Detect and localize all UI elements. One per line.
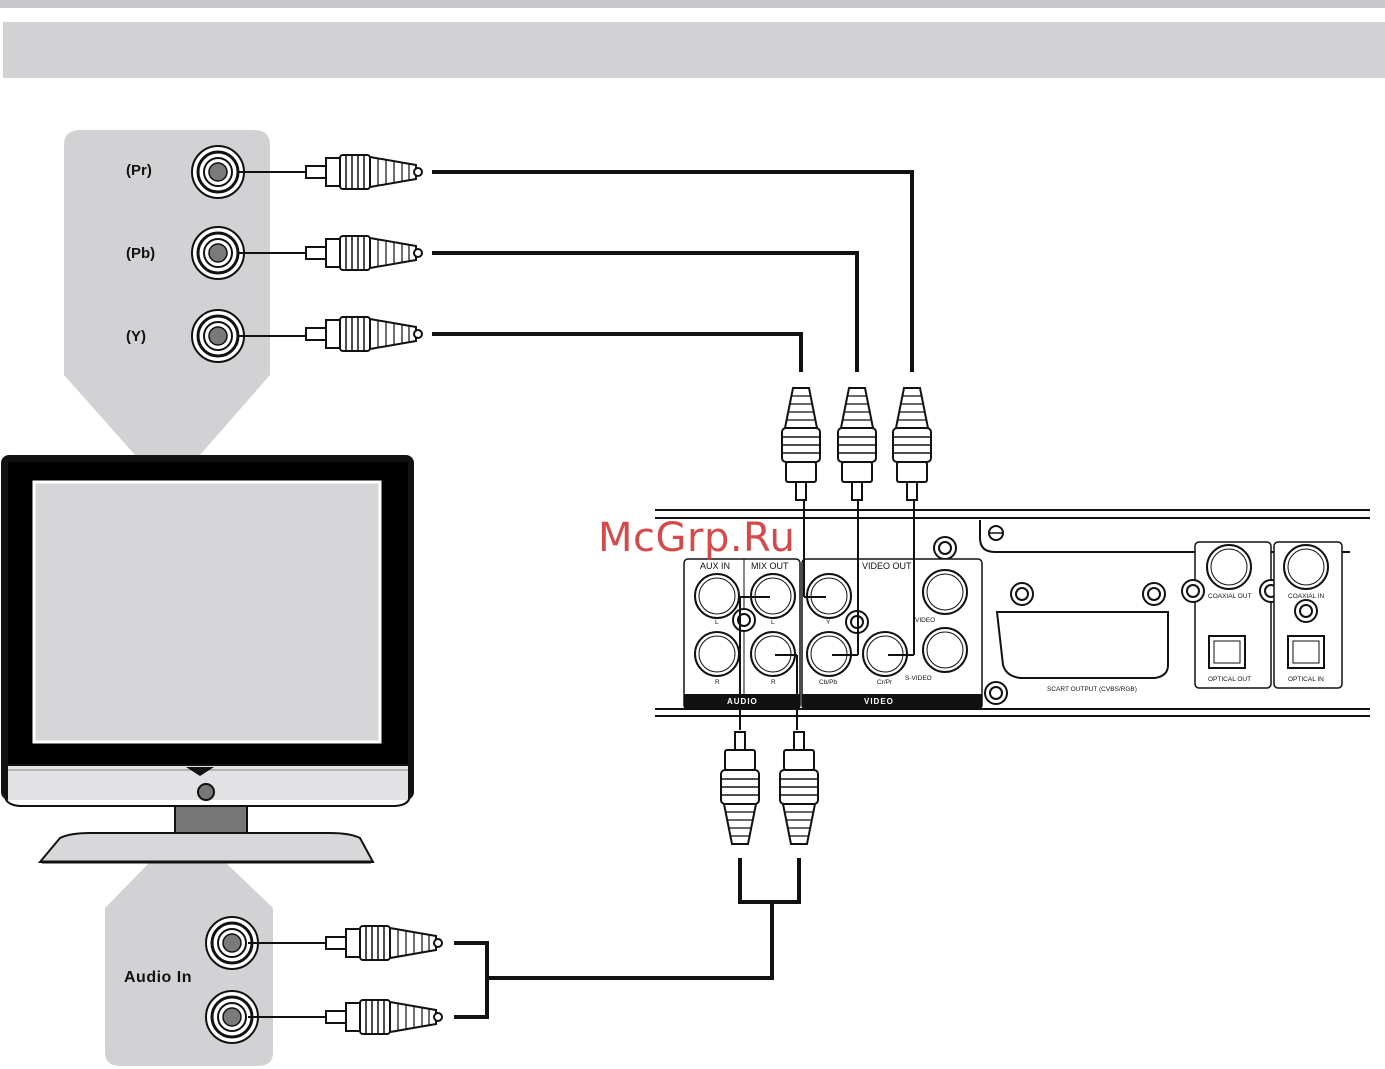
plug-audio-l-tv[interactable] (326, 926, 442, 960)
mix-out-label: MIX OUT (751, 561, 789, 571)
video-out-label: VIDEO OUT (862, 561, 912, 571)
s-video-label: S-VIDEO (905, 675, 932, 682)
aux-in-r-jack[interactable] (695, 632, 739, 676)
plug-audio-r-player[interactable] (780, 732, 818, 844)
audio-cable-trunk (487, 902, 772, 978)
mix-out-small-ring (733, 609, 755, 631)
tv-set (1, 455, 414, 862)
optical-out-label: OPTICAL OUT (1208, 676, 1251, 683)
watermark: McGrp.Ru (598, 515, 795, 561)
scart-output[interactable] (997, 612, 1168, 678)
audio-group-label: AUDIO (727, 697, 758, 706)
tv-jack-pb[interactable] (192, 227, 244, 279)
plug-audio-l-player[interactable] (721, 732, 759, 844)
cr-pr-label: Cr/Pr (877, 679, 893, 686)
coaxial-ring-left (1182, 580, 1204, 602)
y-cable (432, 334, 801, 372)
plug-pr-player[interactable] (893, 388, 931, 500)
pr-cable (432, 172, 912, 372)
cb-pb-label: Cb/Pb (819, 679, 837, 686)
coaxial-out-label: COAXIAL OUT (1208, 593, 1251, 600)
ground-terminal (934, 537, 956, 559)
aux-r-label: R (715, 679, 720, 686)
coaxial-in-label: COAXIAL IN (1288, 593, 1325, 600)
optical-in-port[interactable] (1288, 636, 1324, 668)
aux-l-label: L (715, 619, 719, 626)
plug-pb-tv[interactable] (306, 236, 422, 270)
tv-jack-y[interactable] (192, 310, 244, 362)
plug-pb-player[interactable] (838, 388, 876, 500)
video-composite-jack[interactable] (923, 570, 967, 614)
bottom-screw (985, 682, 1007, 704)
s-video-jack[interactable] (923, 628, 967, 672)
plug-y-tv[interactable] (306, 317, 422, 351)
coaxial-in-small-ring (1295, 600, 1317, 622)
coaxial-out-jack[interactable] (1207, 545, 1251, 589)
video-jack-label: VIDEO (915, 617, 935, 624)
plug-pr-tv[interactable] (306, 155, 422, 189)
mix-l-label: L (771, 619, 775, 626)
aux-in-l-jack[interactable] (695, 574, 739, 618)
coaxial-in-jack[interactable] (1284, 545, 1328, 589)
optical-in-label: OPTICAL IN (1288, 676, 1324, 683)
y-label: (Y) (126, 328, 146, 345)
mix-r-label: R (771, 679, 776, 686)
tv-jack-pr[interactable] (192, 146, 244, 198)
plug-y-player[interactable] (782, 388, 820, 500)
plug-audio-r-tv[interactable] (326, 1000, 442, 1034)
audio-cable-top (740, 858, 799, 902)
scart-output-label: SCART OUTPUT (CVBS/RGB) (1047, 686, 1137, 693)
audio-cable-split (454, 943, 487, 1017)
scart-screw-left (1011, 583, 1033, 605)
video-group-label: VIDEO (864, 697, 894, 706)
y-jack-label: Y (826, 619, 831, 626)
pb-cable (432, 253, 857, 372)
pb-label: (Pb) (126, 245, 155, 262)
optical-out-port[interactable] (1209, 636, 1245, 668)
audio-in-label: Audio In (124, 969, 192, 986)
aux-in-label: AUX IN (700, 561, 730, 571)
pr-label: (Pr) (126, 162, 152, 179)
scart-screw-right (1143, 583, 1165, 605)
